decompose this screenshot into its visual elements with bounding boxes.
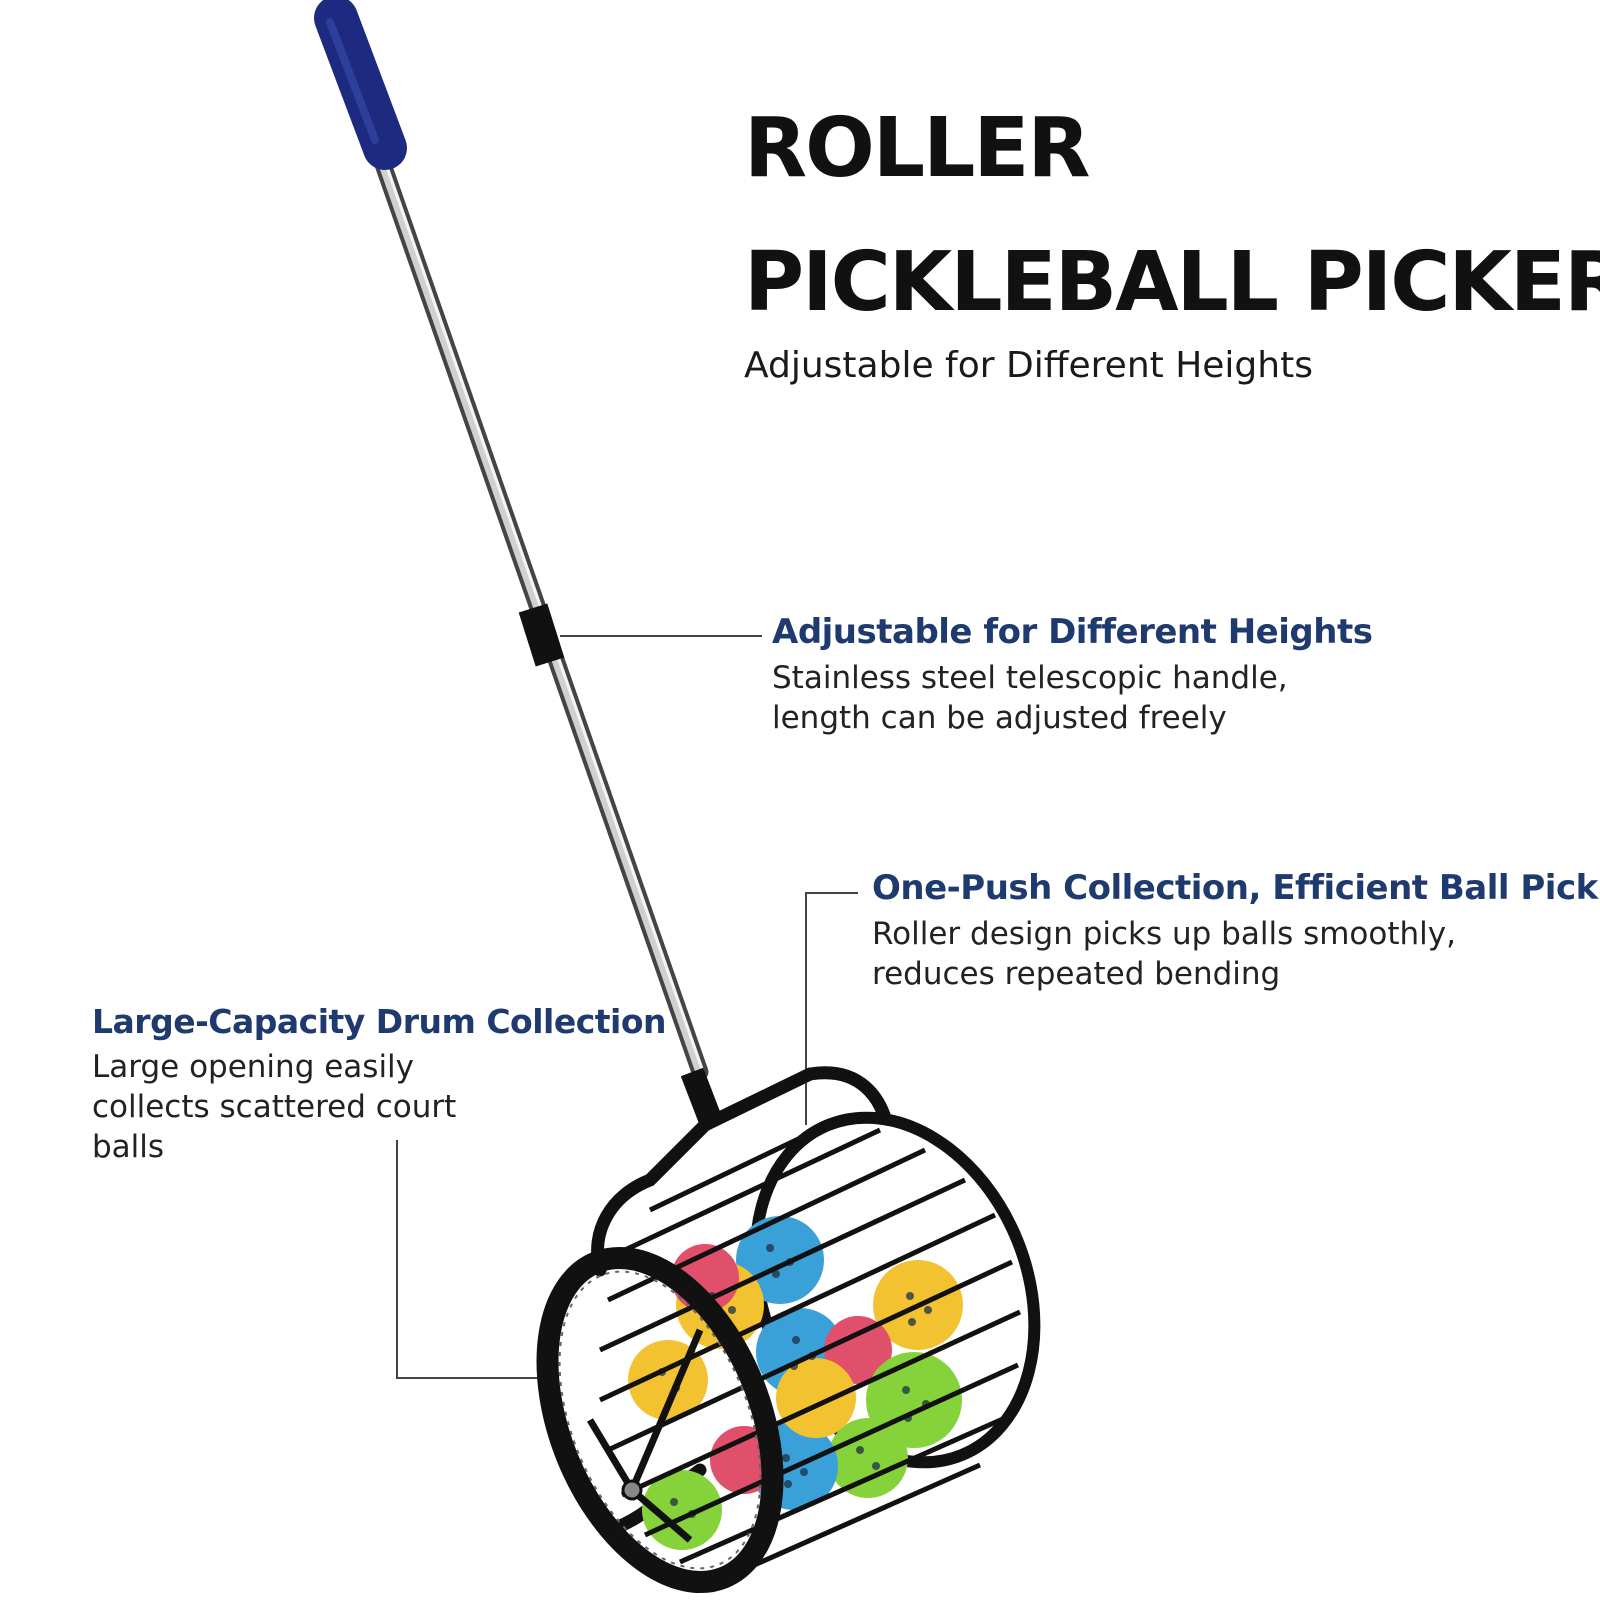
adjustment-collar bbox=[518, 603, 565, 667]
feature-adjustable-height: Adjustable for Different Heights Stainle… bbox=[772, 612, 1373, 738]
callout-line-roller bbox=[805, 892, 858, 1125]
feature-description: Large opening easily collects scattered … bbox=[92, 1047, 532, 1167]
feature-heading: Adjustable for Different Heights bbox=[772, 612, 1373, 652]
feature-description-line: length can be adjusted freely bbox=[772, 700, 1227, 736]
feature-description-line: collects scattered court bbox=[92, 1089, 457, 1125]
callout-lines bbox=[396, 635, 858, 1379]
feature-description: Stainless steel telescopic handle, lengt… bbox=[772, 658, 1372, 738]
product-subtitle: Adjustable for Different Heights bbox=[744, 345, 1313, 386]
feature-description-line: reduces repeated bending bbox=[872, 956, 1281, 992]
feature-one-push-collection: One-Push Collection, Efficient Ball Pick… bbox=[872, 868, 1600, 994]
drum-basket bbox=[536, 1111, 1041, 1594]
callout-line-drum bbox=[396, 1140, 548, 1379]
handle bbox=[314, 0, 724, 1129]
feature-description-line: balls bbox=[92, 1129, 165, 1165]
handle-grip bbox=[314, 0, 407, 170]
feature-description: Roller design picks up balls smoothly, r… bbox=[872, 914, 1572, 994]
title-line-2: PICKLEBALL PICKER bbox=[744, 235, 1600, 330]
drum-front-wheel bbox=[536, 1246, 784, 1594]
feature-description-line: Roller design picks up balls smoothly, bbox=[872, 916, 1456, 952]
title-line-1: ROLLER bbox=[744, 101, 1091, 196]
feature-description-line: Large opening easily bbox=[92, 1049, 415, 1085]
feature-large-capacity-drum: Large-Capacity Drum Collection Large ope… bbox=[92, 1002, 667, 1167]
feature-description-line: Stainless steel telescopic handle, bbox=[772, 660, 1288, 696]
handle-connector bbox=[680, 1067, 724, 1129]
product-title: ROLLER PICKLEBALL PICKER bbox=[744, 82, 1600, 350]
feature-heading: One-Push Collection, Efficient Ball Pick… bbox=[872, 868, 1600, 908]
feature-heading: Large-Capacity Drum Collection bbox=[92, 1002, 667, 1041]
